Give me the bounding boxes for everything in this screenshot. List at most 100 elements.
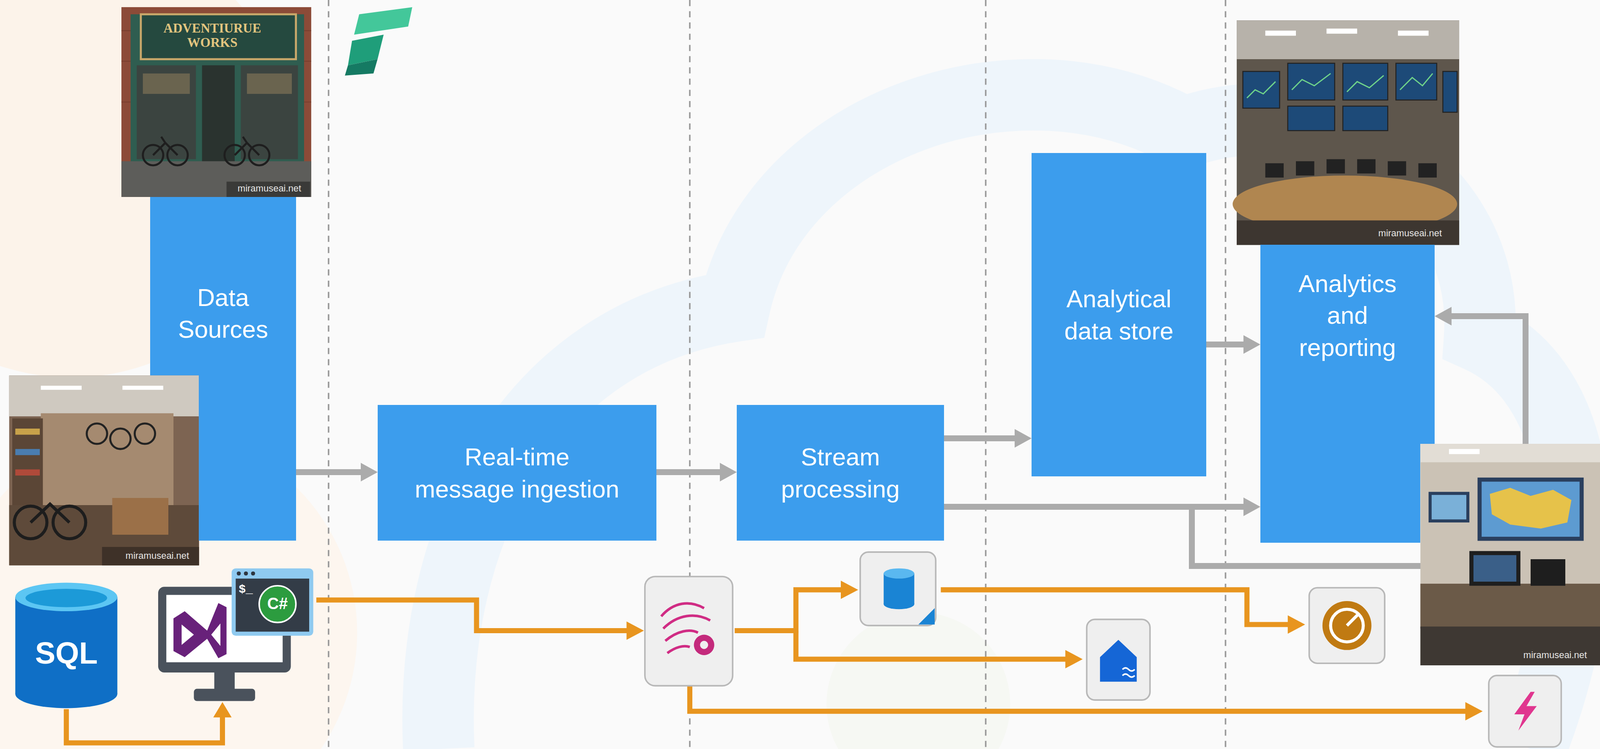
office-photo: [1420, 626, 1600, 666]
storefront-photo: [121, 7, 312, 198]
office-photo: [1481, 481, 1580, 537]
eventhouse-icon: [918, 608, 935, 626]
stage-divider: [1224, 0, 1227, 749]
flow-wire: [213, 581, 1483, 722]
eventstream-icon: [661, 603, 711, 654]
control-room-photo: [1236, 220, 1460, 245]
terminal-icon: [231, 568, 314, 637]
shop-sign-text: ADVENTIURUE WORKS: [148, 21, 276, 50]
process-box: Real-time message ingestion: [377, 405, 657, 541]
flow-wire: [213, 702, 232, 718]
shop-interior-photo: [41, 413, 174, 506]
lakehouse-icon: [1086, 619, 1150, 701]
office-photo: [1489, 488, 1572, 530]
storefront-photo: [142, 73, 190, 94]
control-room-photo: [1395, 63, 1437, 101]
control-room-photo: [1442, 71, 1458, 113]
office-photo: [1530, 559, 1566, 587]
flow-wire: [1465, 702, 1483, 721]
activator-icon: [1488, 675, 1562, 748]
connector: [656, 463, 737, 482]
storefront-photo: [142, 136, 270, 166]
control-room-photo: [1326, 28, 1357, 34]
storefront-photo: [130, 14, 305, 166]
control-room-photo: [1265, 159, 1437, 178]
shop-interior-photo: [134, 423, 155, 445]
eventstream-icon: [644, 576, 733, 687]
box-label: Analytical data store: [1049, 282, 1189, 347]
office-photo: [1431, 495, 1467, 520]
watermark-text: miramuseai.net: [1523, 650, 1587, 661]
watermark-text: miramuseai.net: [1378, 228, 1442, 239]
box-label: Real-time message ingestion: [412, 441, 622, 505]
realtime-dashboard-icon: [1309, 588, 1385, 665]
terminal-icon: [236, 571, 242, 577]
box-label: Data Sources: [164, 281, 283, 346]
flow-wire: [1065, 650, 1083, 669]
flow-wire: [734, 590, 843, 632]
eventstream-icon: [699, 641, 709, 650]
arrowhead: [360, 463, 378, 482]
eventstream-icon: [694, 635, 715, 656]
control-room-photo: [1287, 63, 1335, 101]
process-box: Stream processing: [736, 405, 945, 541]
storefront-photo: [153, 136, 178, 155]
storefront-photo: [121, 7, 312, 198]
visual-studio-icon: [158, 587, 291, 702]
control-room-photo: [1265, 30, 1296, 36]
control-room-photo: [1246, 73, 1433, 99]
arrowhead: [1014, 429, 1032, 448]
control-room-photo: [1357, 159, 1376, 174]
terminal-icon: [244, 571, 249, 577]
flow-wire: [626, 621, 644, 640]
control-room-photo: [1387, 161, 1406, 176]
office-photo: [1473, 555, 1517, 582]
office-photo: [1428, 492, 1470, 523]
office-photo: [1420, 444, 1600, 666]
arrowhead: [719, 463, 737, 482]
sql-database-icon: [15, 680, 118, 709]
shop-interior-photo: [122, 386, 164, 391]
control-room-photo: [1236, 20, 1460, 60]
connector: [1206, 335, 1261, 355]
control-room-photo: [1291, 73, 1331, 91]
lakehouse-icon: [1122, 668, 1135, 678]
shop-interior-photo: [112, 498, 169, 536]
process-box: Data Sources: [150, 197, 297, 541]
fabric-logo: [348, 34, 384, 66]
terminal-icon: [259, 586, 297, 623]
visual-studio-icon: [214, 672, 235, 691]
office-photo: [1420, 444, 1600, 666]
flow-wire: [66, 581, 1483, 744]
connector-line: [944, 435, 1016, 442]
background-shapes: [826, 612, 1010, 749]
shop-interior-photo: [30, 504, 70, 523]
stage-divider: [328, 0, 1226, 749]
storefront-photo: [140, 14, 297, 60]
arrowhead: [1243, 335, 1261, 355]
control-room-photo: [1397, 30, 1429, 36]
shop-interior-photo: [15, 449, 40, 456]
eventstream-icon: [644, 576, 733, 687]
office-photo: [1420, 584, 1600, 629]
control-room-photo: [1287, 106, 1335, 131]
control-room-photo: [1399, 73, 1433, 91]
connector-line: [296, 469, 362, 476]
control-room-photo: [1246, 81, 1276, 99]
office-photo: [1477, 477, 1584, 542]
control-room-photo: [1295, 161, 1315, 176]
stage-divider: [327, 0, 330, 749]
terminal-icon: [251, 571, 256, 577]
flow-wire: [66, 709, 223, 744]
shop-interior-photo: [9, 375, 200, 417]
flow-wire: [795, 631, 1068, 660]
shop-interior-photo: [110, 428, 131, 450]
realtime-dashboard-icon: [1347, 614, 1359, 626]
realtime-dashboard-icon: [1330, 609, 1364, 643]
process-box: Analytics and reporting: [1260, 244, 1435, 544]
control-room-photo: [1265, 163, 1284, 178]
sql-database-icon: [25, 589, 108, 608]
flow-wire: [1287, 615, 1306, 634]
